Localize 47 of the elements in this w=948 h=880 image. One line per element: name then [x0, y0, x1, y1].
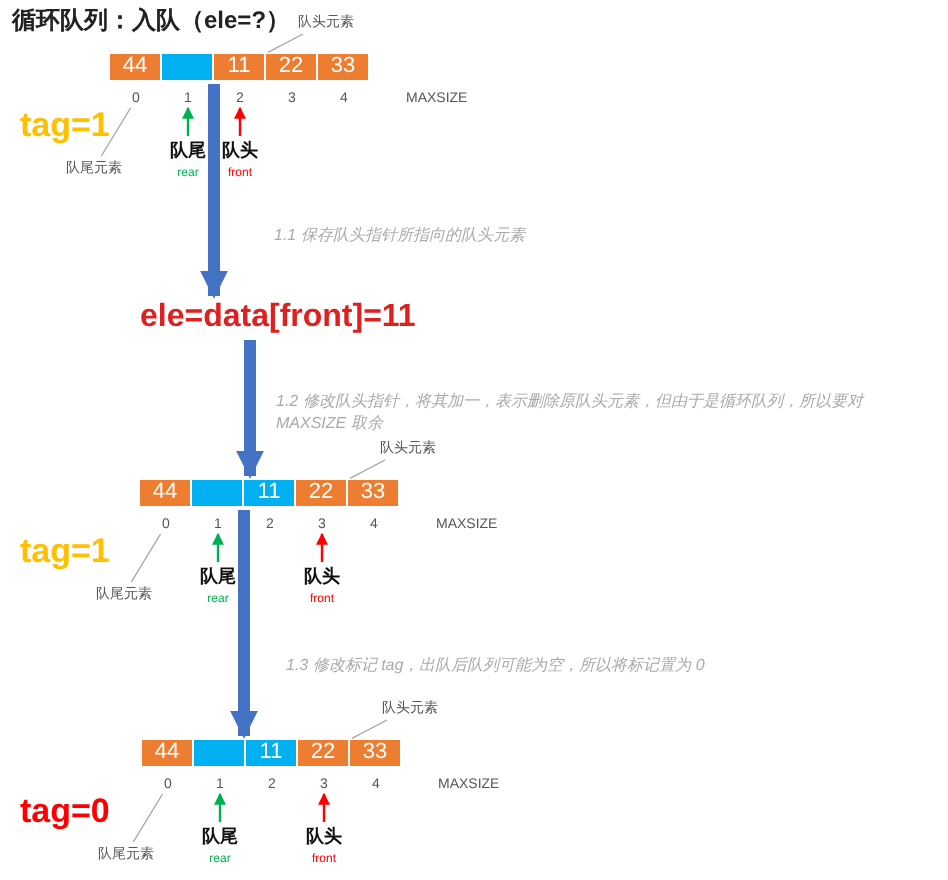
block-arrow — [230, 510, 258, 739]
array-cell: 22 — [266, 54, 318, 80]
leader-line — [132, 793, 164, 843]
edge-label: 1.3 修改标记 tag，出队后队列可能为空，所以将标记置为 0 — [286, 654, 707, 676]
pointer-label: 队尾 — [170, 138, 206, 164]
block-arrow — [200, 84, 228, 299]
queue-array — [140, 480, 400, 506]
arrow — [182, 106, 194, 136]
pointer-label: 队头 — [222, 138, 258, 164]
arrow — [214, 792, 226, 822]
leader-line — [351, 719, 388, 740]
pointer-label: 队头 — [304, 564, 340, 590]
array-cell: 44 — [142, 740, 194, 766]
array-cell: 22 — [298, 740, 350, 766]
leader-line — [349, 459, 386, 480]
array-cell: 33 — [348, 480, 400, 506]
queue-array — [142, 740, 402, 766]
edge-label: 1.2 修改队头指针，将其加一，表示删除原队头元素，但由于是循环队列，所以要对 MAXSIZE 取余 — [276, 390, 867, 434]
array-cell: 44 — [110, 54, 162, 80]
arrow — [212, 532, 224, 562]
assignment-text: ele=data[front]=11 — [140, 300, 416, 336]
array-cell: 22 — [296, 480, 348, 506]
pointer-label: 队头 — [306, 824, 342, 850]
block-arrow — [236, 340, 264, 479]
queue-array — [110, 54, 370, 80]
edge-label: 1.1 保存队头指针所指向的队头元素 — [274, 224, 529, 246]
flag-text: tag=0 — [20, 792, 110, 832]
leader-line — [100, 107, 132, 157]
arrow — [316, 532, 328, 562]
leader-line — [130, 533, 162, 583]
flag-text: tag=1 — [20, 532, 110, 572]
pointer-label: 队尾 — [202, 824, 238, 850]
array-cell: 44 — [140, 480, 192, 506]
array-cell: 11 — [246, 740, 298, 766]
arrow — [318, 792, 330, 822]
leader-line — [267, 33, 304, 54]
flag-text: tag=1 — [20, 106, 110, 146]
array-cell — [194, 740, 246, 766]
array-cell: 11 — [214, 54, 266, 80]
array-cell: 33 — [350, 740, 402, 766]
pointer-label: 队尾 — [200, 564, 236, 590]
arrow — [234, 106, 246, 136]
array-cell — [162, 54, 214, 80]
array-cell: 11 — [244, 480, 296, 506]
array-cell: 33 — [318, 54, 370, 80]
array-cell — [192, 480, 244, 506]
heading: 循环队列：入队（ele=?） — [12, 4, 291, 38]
